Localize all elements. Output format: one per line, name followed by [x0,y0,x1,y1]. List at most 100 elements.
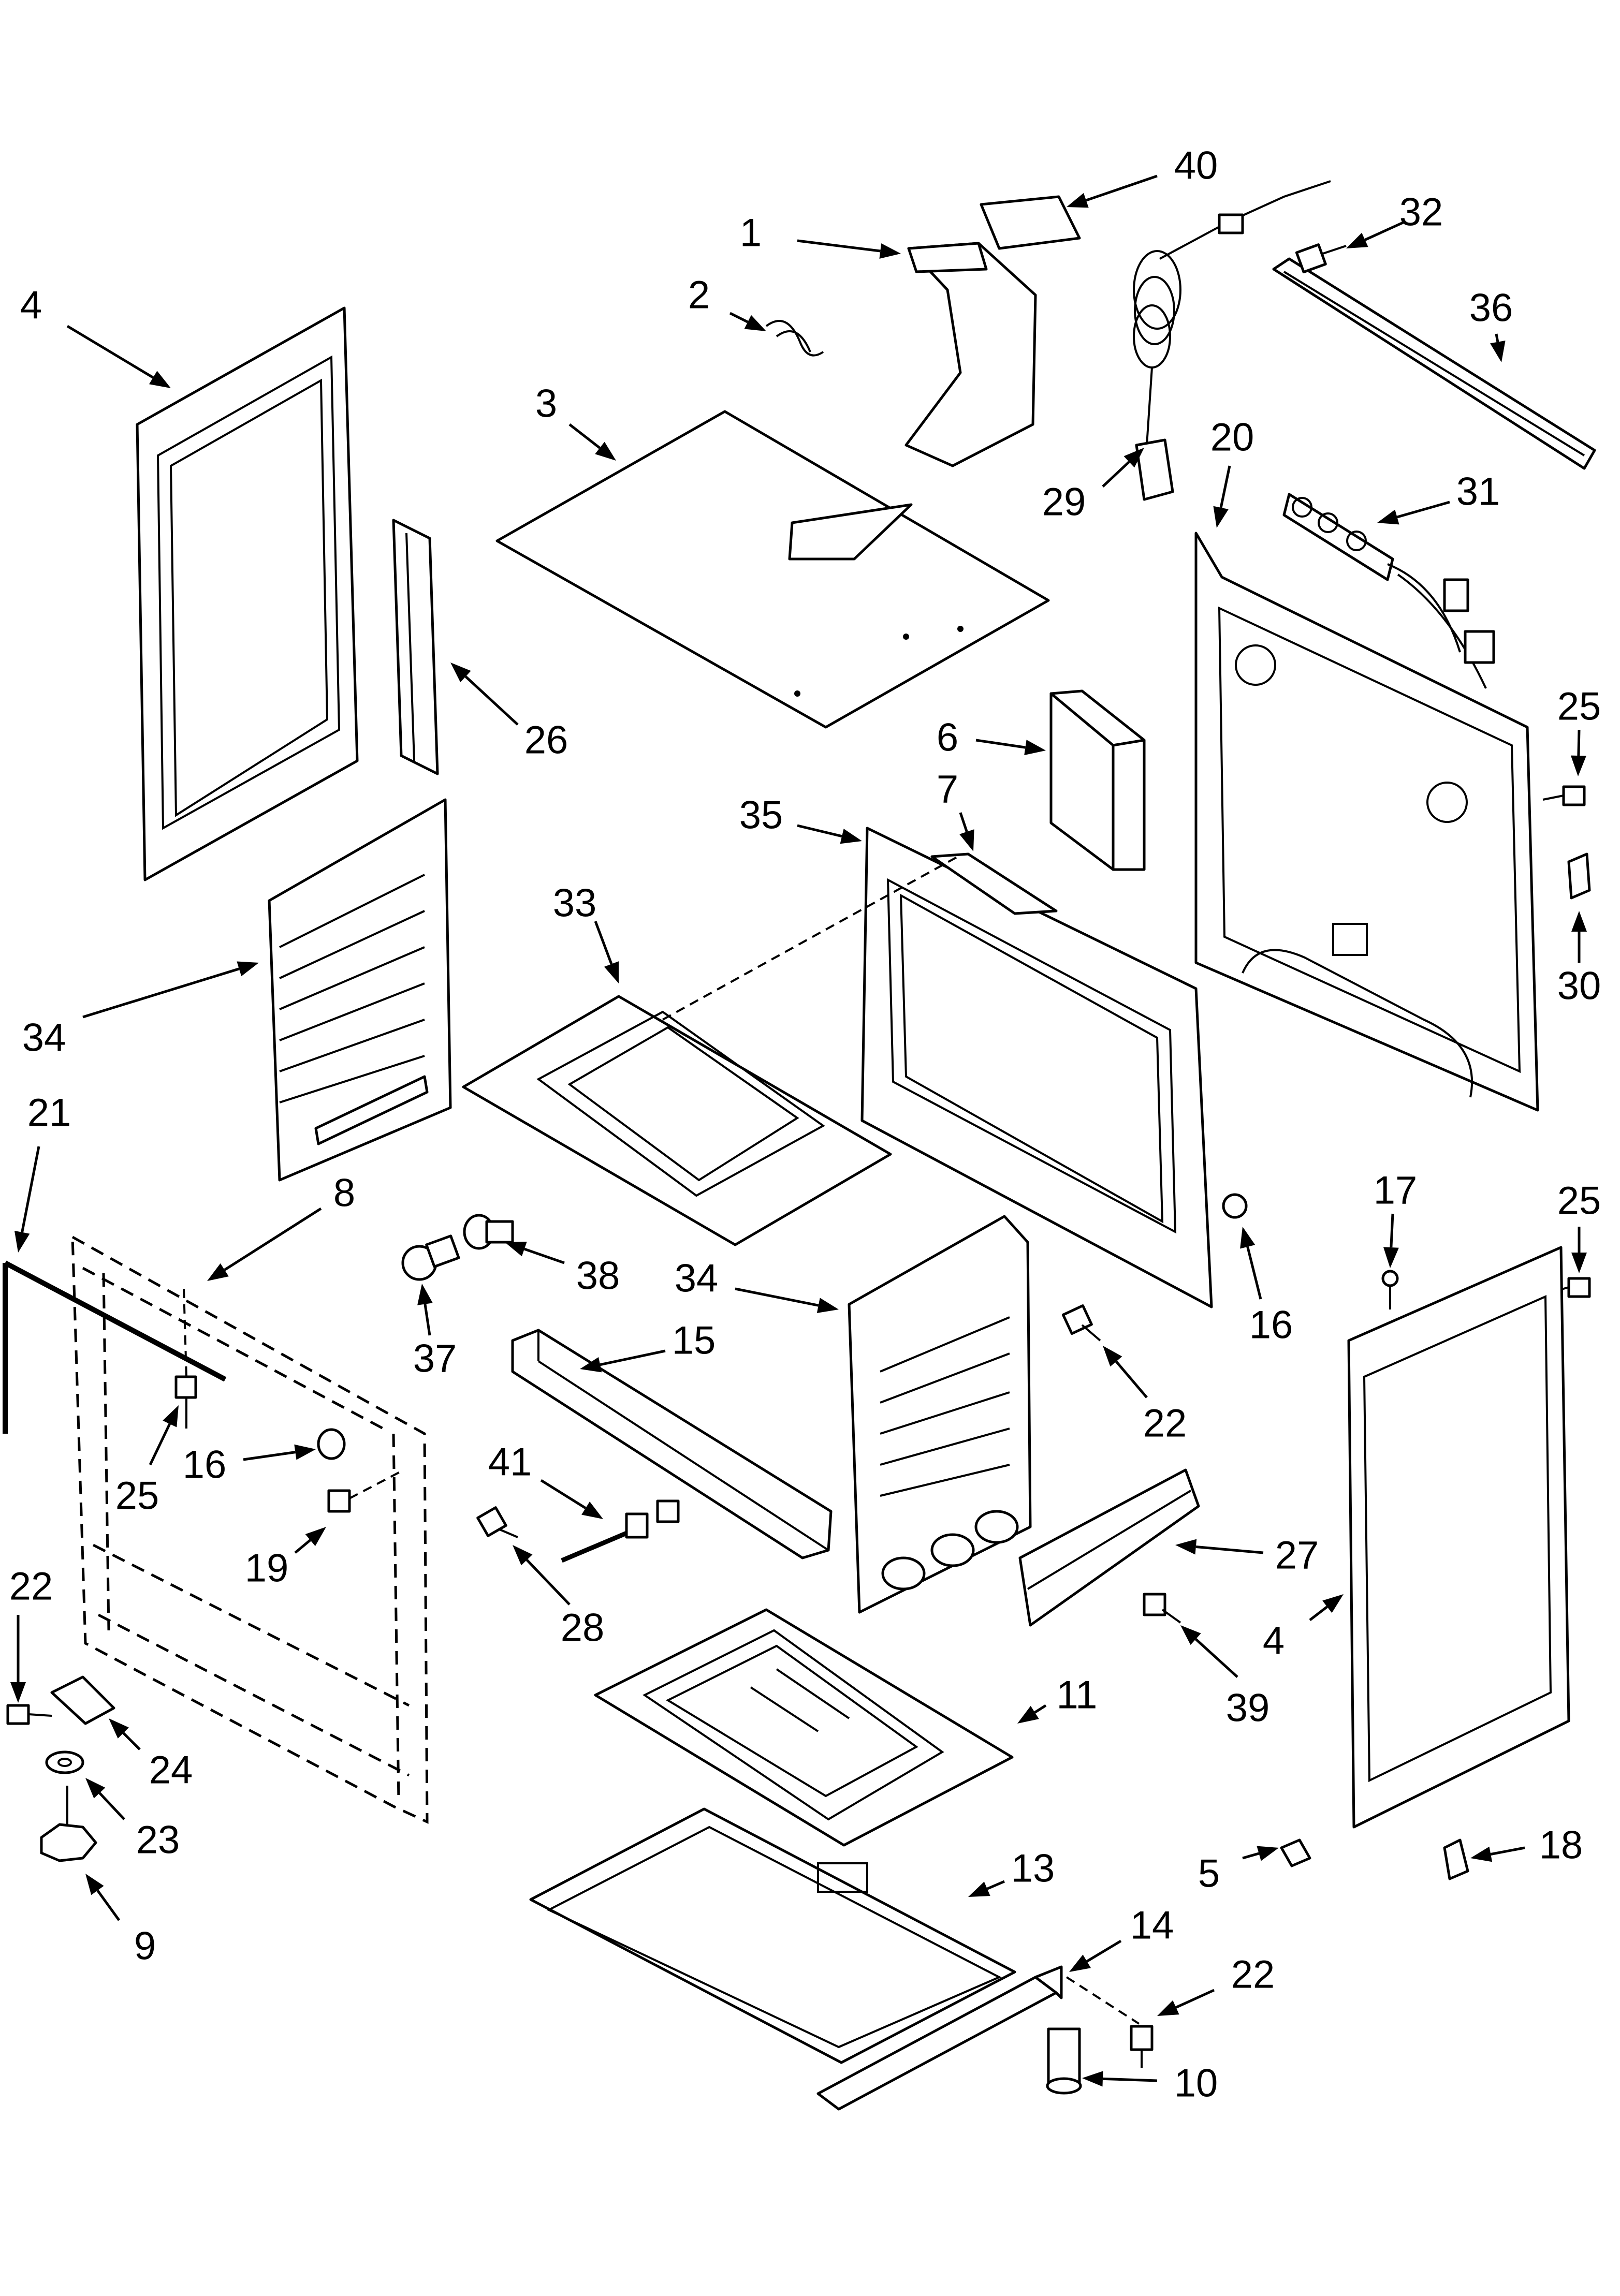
callout-16: 16 [1240,1227,1293,1347]
callout-label: 20 [1210,416,1254,460]
leader-line [975,739,1026,749]
callout-label: 16 [1249,1303,1293,1347]
callout-label: 24 [149,1748,193,1792]
part-30-clip [1567,852,1591,900]
callout-label: 27 [1275,1534,1319,1578]
callout-label: 36 [1469,286,1513,330]
callout-29: 29 [1042,448,1144,524]
arrowhead [505,1241,527,1257]
callout-label: 38 [576,1254,620,1298]
part-29-power-cord [1133,180,1331,501]
leader-line [729,312,749,323]
callout-label: 26 [524,718,568,762]
callout-label: 22 [9,1565,53,1609]
arrowhead [1257,1846,1279,1861]
part-37-bulb [401,1234,460,1281]
callout-38: 38 [505,1241,620,1298]
callout-4: 4 [20,284,171,388]
part-16-plug-right [1222,1193,1248,1219]
part-18-clip [1443,1838,1469,1880]
callout-label: 41 [488,1440,532,1484]
part-25-screw-left [174,1375,197,1429]
callout-25: 25 [115,1405,179,1518]
callout-23: 23 [85,1778,180,1862]
arrowhead [595,441,616,461]
arrowhead [237,961,259,977]
leader-line [1309,1606,1328,1621]
arrowhead [305,1527,326,1547]
arrowhead [1017,1705,1039,1724]
callout-26: 26 [450,663,568,762]
callout-label: 28 [561,1606,605,1650]
arrowhead [85,1778,106,1799]
part-17-screw [1381,1270,1399,1309]
part-25-screw-right-top [1542,785,1586,806]
callout-8: 8 [207,1171,355,1281]
part-21-frame [3,1234,429,1824]
callout-label: 32 [1399,190,1443,234]
arrowhead [816,1298,839,1313]
arrowhead [604,961,619,983]
leader-line [1086,1939,1122,1963]
leader-line [82,967,240,1019]
arrowhead [14,1230,30,1253]
leader-line [594,921,613,965]
callout-label: 25 [1557,1179,1601,1223]
arrowhead [450,663,471,683]
callout-label: 4 [20,284,42,328]
part-22-screw-left [6,1704,52,1725]
callout-4: 4 [1263,1594,1344,1663]
arrowhead [10,1682,26,1703]
leader-line [1115,1360,1148,1399]
part-27-front-trim [1018,1468,1200,1627]
part-23-washer [45,1750,84,1774]
part-6-insulation-block [1049,689,1146,871]
callout-label: 15 [672,1319,716,1363]
arrowhead [744,315,766,331]
part-24-leg-bracket [50,1675,115,1725]
leader-line [424,1304,431,1336]
arrowhead [1103,1346,1122,1367]
callout-31: 31 [1377,470,1500,525]
leader-line [523,1247,565,1264]
callout-label: 17 [1374,1169,1418,1213]
callout-18: 18 [1470,1823,1583,1867]
leader-line [21,1146,40,1233]
part-19-plug [327,1469,404,1513]
callout-7: 7 [937,768,974,851]
leader-line [526,1559,571,1606]
leader-line [568,423,601,449]
arrowhead [1383,1247,1399,1268]
leader-line [1102,2077,1158,2082]
callout-17: 17 [1374,1169,1418,1268]
leader-line [1175,1989,1215,2009]
arrowhead [207,1263,229,1281]
part-22-screw-middle [1061,1304,1101,1342]
callout-label: 34 [675,1257,719,1301]
leader-line [986,1880,1005,1890]
leader-line [959,812,968,832]
arrowhead [513,1545,533,1566]
part-3-top-panel [495,410,1050,729]
leader-line [294,1539,311,1554]
callout-label: 13 [1011,1847,1055,1891]
callout-label: 6 [937,716,958,760]
callout-20: 20 [1210,416,1254,528]
arrowhead [581,1502,603,1519]
arrowhead [109,1718,129,1739]
callout-15: 15 [580,1319,716,1373]
callout-label: 40 [1174,144,1218,188]
arrowhead [1571,1253,1587,1273]
callout-label: 8 [333,1171,355,1215]
part-35-front-panel [860,827,1213,1308]
leader-line [797,239,881,253]
arrowhead [1175,1539,1197,1555]
leader-line [1195,1546,1264,1554]
part-20-rear-panel [1194,532,1539,1112]
part-41-igniter [561,1499,680,1563]
callout-11: 11 [1017,1673,1097,1724]
leader-line [1102,461,1130,488]
callout-9: 9 [85,1874,156,1968]
callout-5: 5 [1198,1846,1279,1896]
